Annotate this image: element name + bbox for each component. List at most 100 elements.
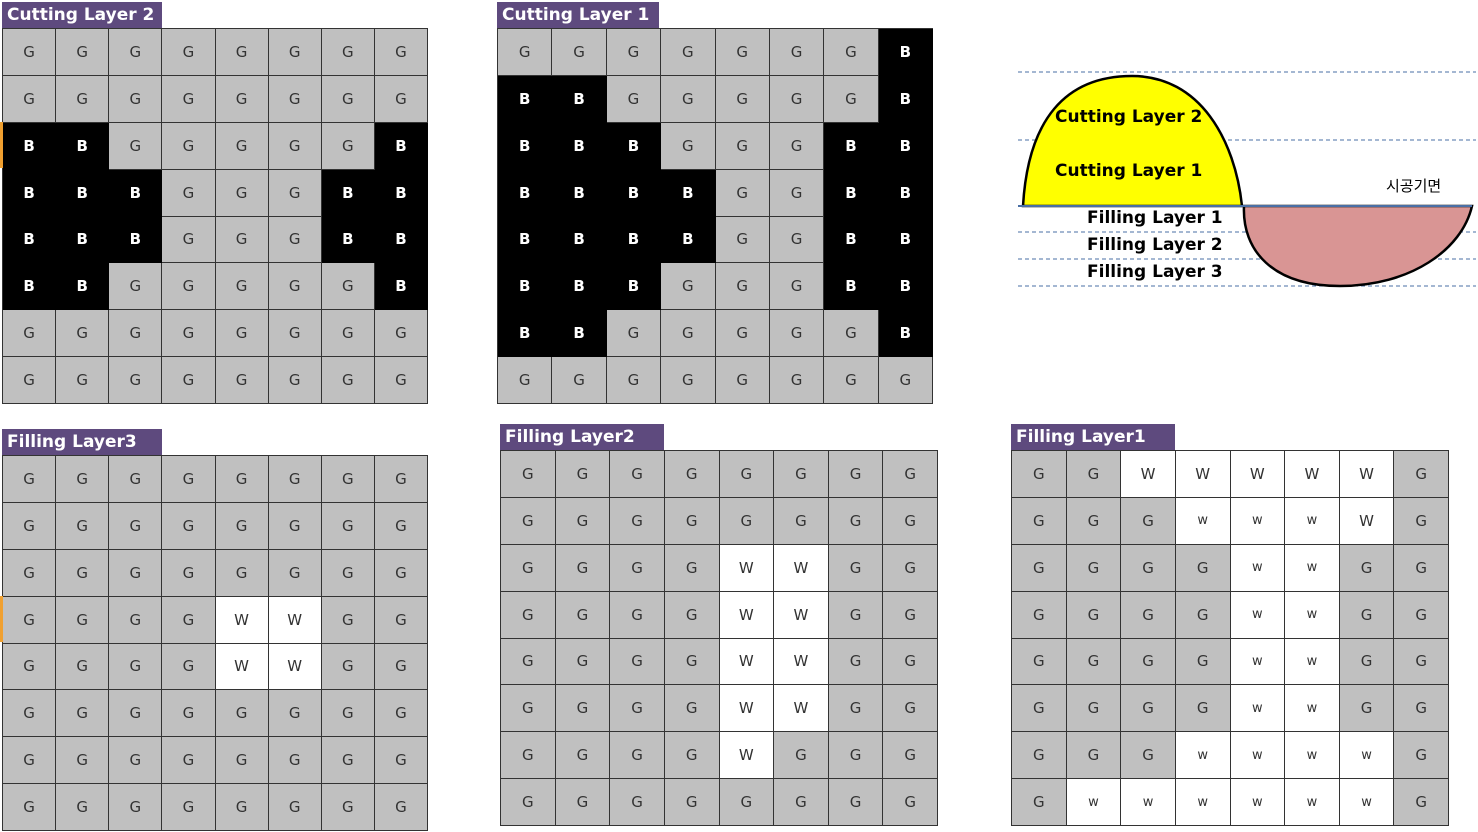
- grid-cell: G: [321, 549, 375, 597]
- grid-cell: G: [664, 497, 720, 545]
- fill-basin-shape: [1242, 204, 1474, 288]
- grid-cell: G: [162, 169, 216, 217]
- grid-cell: G: [109, 549, 163, 597]
- grid-cell: G: [162, 737, 216, 785]
- grid-cell: G: [374, 29, 428, 76]
- grid-cell: G: [1121, 732, 1176, 780]
- grid-cell: G: [162, 690, 216, 738]
- grid-cell: G: [1066, 685, 1122, 733]
- grid-cell: G: [162, 29, 216, 76]
- grid-cell: G: [883, 497, 938, 545]
- grid-cell: G: [374, 456, 428, 503]
- grid-cell: G: [555, 732, 611, 780]
- grid-cell: B: [878, 122, 933, 170]
- grid-cell: G: [610, 685, 665, 733]
- grid-cell: G: [215, 169, 269, 217]
- grid-cell: G: [109, 29, 163, 76]
- grid-cell: G: [321, 456, 375, 503]
- grid-cell: G: [56, 643, 110, 691]
- grid-cell: G: [109, 643, 163, 691]
- ground-level-label: 시공기면: [1386, 177, 1441, 195]
- grid-cell: B: [109, 169, 163, 217]
- row-marker: [0, 596, 3, 642]
- grid-cell: G: [610, 779, 665, 826]
- grid-cell: B: [321, 169, 375, 217]
- grid-cell: G: [715, 263, 770, 311]
- grid-cell: G: [374, 737, 428, 785]
- grid-cell: W: [1339, 451, 1395, 498]
- grid-cell: G: [610, 544, 665, 592]
- grid-cell: w: [1175, 732, 1231, 780]
- diagram-fill-label-2: Filling Layer 2: [1087, 235, 1223, 255]
- grid-cell: B: [552, 216, 607, 264]
- grid-cell: W: [1175, 451, 1231, 498]
- grid-cell: w: [1285, 591, 1340, 639]
- grid-cell: G: [664, 732, 720, 780]
- grid-cell: G: [828, 685, 884, 733]
- grid-cell: G: [215, 456, 269, 503]
- grid-cell: B: [606, 263, 662, 311]
- grid-cell: G: [661, 122, 716, 170]
- grid-cell: G: [828, 732, 884, 780]
- grid-cell: B: [606, 122, 662, 170]
- grid-cell: G: [56, 549, 110, 597]
- grid-cell: G: [719, 497, 775, 545]
- grid-cell: G: [268, 737, 322, 785]
- grid-cell: G: [56, 737, 110, 785]
- grid-cell: w: [1175, 779, 1231, 826]
- grid-cell: G: [56, 310, 110, 358]
- grid-cell: G: [215, 357, 269, 404]
- grid-cell: G: [774, 497, 829, 545]
- grid-cell: G: [1066, 591, 1122, 639]
- grid-cell: G: [1394, 638, 1449, 686]
- grid-cell: G: [883, 638, 938, 686]
- grid-cell: G: [321, 784, 375, 831]
- grid-cell: G: [162, 357, 216, 404]
- grid-cell: w: [1066, 779, 1122, 826]
- grid-cell: G: [374, 357, 428, 404]
- grid-cell: W: [1230, 451, 1286, 498]
- grid-cell: G: [1066, 451, 1122, 498]
- grid-cell: G: [3, 357, 57, 404]
- grid-cell: G: [374, 549, 428, 597]
- grid-cell: G: [321, 737, 375, 785]
- grid-cell: G: [769, 169, 825, 217]
- grid-cell: G: [664, 779, 720, 826]
- grid-cell: G: [501, 497, 556, 545]
- grid-cell: B: [374, 263, 428, 311]
- grid-cell: G: [1066, 544, 1122, 592]
- grid-cell: w: [1230, 779, 1286, 826]
- grid-cell: B: [878, 29, 933, 76]
- grid-cell: W: [719, 591, 775, 639]
- grid-cell: B: [3, 169, 57, 217]
- grid-cell: G: [109, 596, 163, 644]
- panel-title: Filling Layer2: [500, 424, 664, 450]
- grid-cell: G: [374, 643, 428, 691]
- grid-cell: G: [109, 690, 163, 738]
- grid-cell: G: [715, 122, 770, 170]
- grid-cell: G: [162, 549, 216, 597]
- grid-cell: G: [215, 310, 269, 358]
- grid-cell: w: [1230, 685, 1286, 733]
- grid-cell: G: [162, 216, 216, 264]
- grid-cell: w: [1285, 685, 1340, 733]
- grid-cell: W: [774, 544, 829, 592]
- grid-cell: B: [374, 216, 428, 264]
- grid-cell: G: [321, 357, 375, 404]
- grid-cell: G: [1339, 685, 1395, 733]
- grid-cell: G: [664, 638, 720, 686]
- grid-cell: G: [109, 502, 163, 550]
- grid-cell: G: [374, 690, 428, 738]
- grid-cell: G: [501, 591, 556, 639]
- grid-cell: w: [1285, 638, 1340, 686]
- grid-cell: G: [878, 357, 933, 404]
- grid-cell: G: [162, 502, 216, 550]
- grid-cell: G: [824, 75, 879, 123]
- grid-cell: G: [374, 502, 428, 550]
- grid-cell: B: [498, 122, 553, 170]
